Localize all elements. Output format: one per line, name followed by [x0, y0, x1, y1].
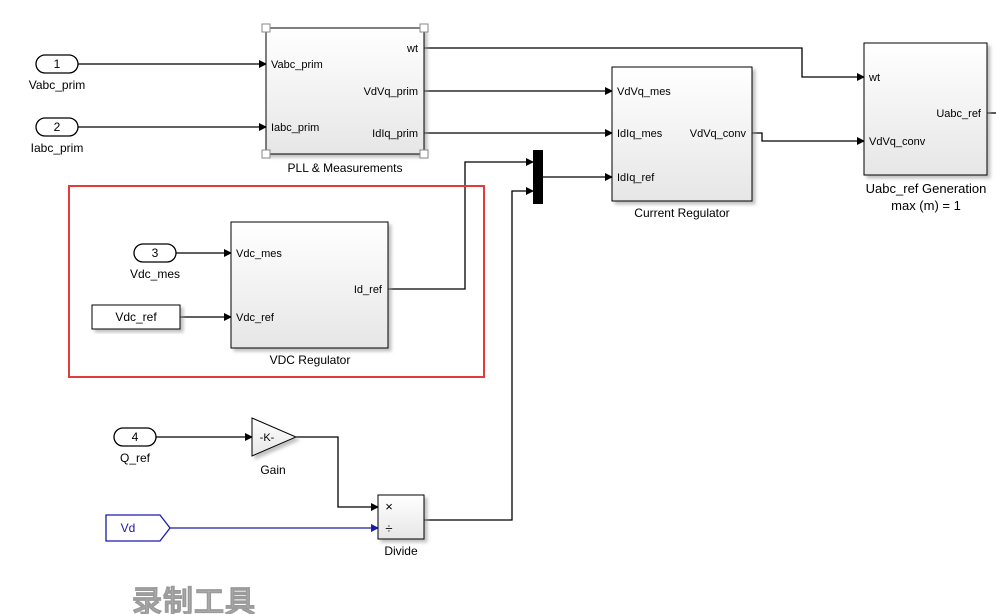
divide-op: ÷: [385, 521, 392, 536]
constant-value: Vdc_ref: [115, 310, 157, 324]
pll-output-port: wt: [406, 43, 418, 55]
vdc-output-port: Id_ref: [354, 284, 383, 296]
wire-iq-ref[interactable]: [424, 187, 534, 521]
gain-block-name: Gain: [260, 463, 285, 477]
pll-measurements-block[interactable]: Vabc_prim Iabc_prim wt VdVq_prim IdIq_pr…: [261, 23, 429, 175]
pll-output-port: VdVq_prim: [364, 86, 418, 98]
current-input-port: VdVq_mes: [617, 86, 671, 98]
inport-3[interactable]: 3 Vdc_mes: [130, 243, 180, 281]
divide-block[interactable]: × ÷ Divide: [377, 494, 425, 558]
vdc-input-port: Vdc_ref: [236, 312, 275, 324]
uabc-ref-generation-block[interactable]: wt VdVq_conv Uabc_ref Uabc_ref Generatio…: [863, 42, 988, 213]
inport-1-label: Vabc_prim: [29, 78, 85, 92]
current-output-port: VdVq_conv: [690, 128, 747, 140]
uabc-input-port: wt: [868, 72, 880, 84]
signal-lines: [78, 47, 996, 532]
uabc-block-name: Uabc_ref Generation: [866, 181, 987, 196]
uabc-input-port: VdVq_conv: [869, 136, 926, 148]
inport-2-number: 2: [54, 120, 61, 134]
wire-vdvq-conv[interactable]: [752, 132, 865, 145]
vdc-ref-constant-block[interactable]: Vdc_ref: [91, 304, 181, 330]
current-input-port: IdIq_mes: [617, 128, 663, 140]
selection-handle[interactable]: [261, 149, 271, 159]
inport-2[interactable]: 2 Iabc_prim: [31, 117, 84, 155]
selection-handle[interactable]: [261, 23, 271, 33]
pll-output-port: IdIq_prim: [372, 128, 418, 140]
wire-id-ref[interactable]: [388, 158, 534, 290]
uabc-block-subtitle: max (m) = 1: [891, 198, 961, 213]
inport-4-number: 4: [132, 430, 139, 444]
selection-handle[interactable]: [419, 149, 429, 159]
current-regulator-block[interactable]: VdVq_mes IdIq_mes IdIq_ref VdVq_conv Cur…: [611, 66, 753, 220]
pll-input-port: Iabc_prim: [271, 122, 319, 134]
inport-1-number: 1: [54, 57, 61, 71]
current-block-name: Current Regulator: [634, 206, 729, 220]
inport-4-label: Q_ref: [120, 451, 151, 465]
pll-input-port: Vabc_prim: [271, 59, 323, 71]
gain-value: -K-: [260, 432, 275, 444]
inport-1[interactable]: 1 Vabc_prim: [29, 54, 85, 92]
vd-goto-tag[interactable]: Vd: [105, 514, 171, 542]
inport-4[interactable]: 4 Q_ref: [113, 427, 157, 465]
wire-gain-out[interactable]: [296, 436, 379, 511]
mux-block[interactable]: [533, 150, 543, 204]
inport-3-number: 3: [152, 246, 159, 260]
goto-tag-label: Vd: [121, 521, 136, 535]
vdc-input-port: Vdc_mes: [236, 248, 282, 260]
vdc-regulator-block[interactable]: Vdc_mes Vdc_ref Id_ref VDC Regulator: [230, 221, 389, 367]
inport-3-label: Vdc_mes: [130, 267, 180, 281]
watermark-text: 录制工具: [132, 586, 256, 614]
selection-handle[interactable]: [419, 23, 429, 33]
gain-block[interactable]: -K- Gain: [251, 417, 298, 477]
multiply-op: ×: [385, 499, 393, 514]
uabc-output-port: Uabc_ref: [936, 108, 982, 120]
current-input-port: IdIq_ref: [617, 172, 655, 184]
wire-wt[interactable]: [424, 47, 865, 81]
inport-2-label: Iabc_prim: [31, 141, 84, 155]
vdc-block-name: VDC Regulator: [270, 353, 351, 367]
divide-block-name: Divide: [384, 544, 418, 558]
pll-block-name: PLL & Measurements: [288, 161, 403, 175]
highlight-frame: [68, 185, 485, 378]
